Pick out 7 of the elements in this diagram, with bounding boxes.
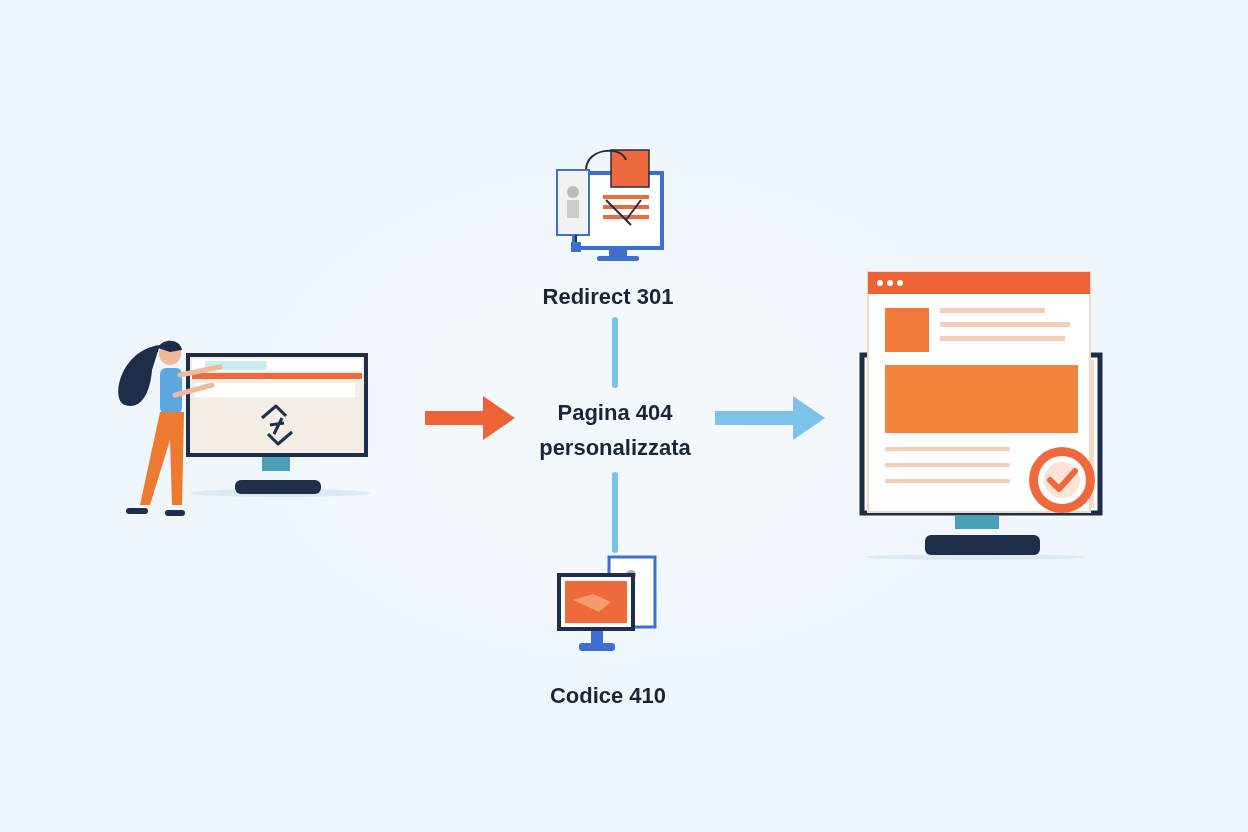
arrow: [715, 396, 825, 440]
arrow: [425, 396, 515, 440]
connector-line: [612, 472, 618, 553]
node-label: Codice 410: [548, 682, 668, 710]
connector-line: [612, 317, 618, 388]
node-label: Pagina 404 personalizzata: [538, 399, 692, 462]
node-label: Redirect 301: [541, 283, 675, 311]
